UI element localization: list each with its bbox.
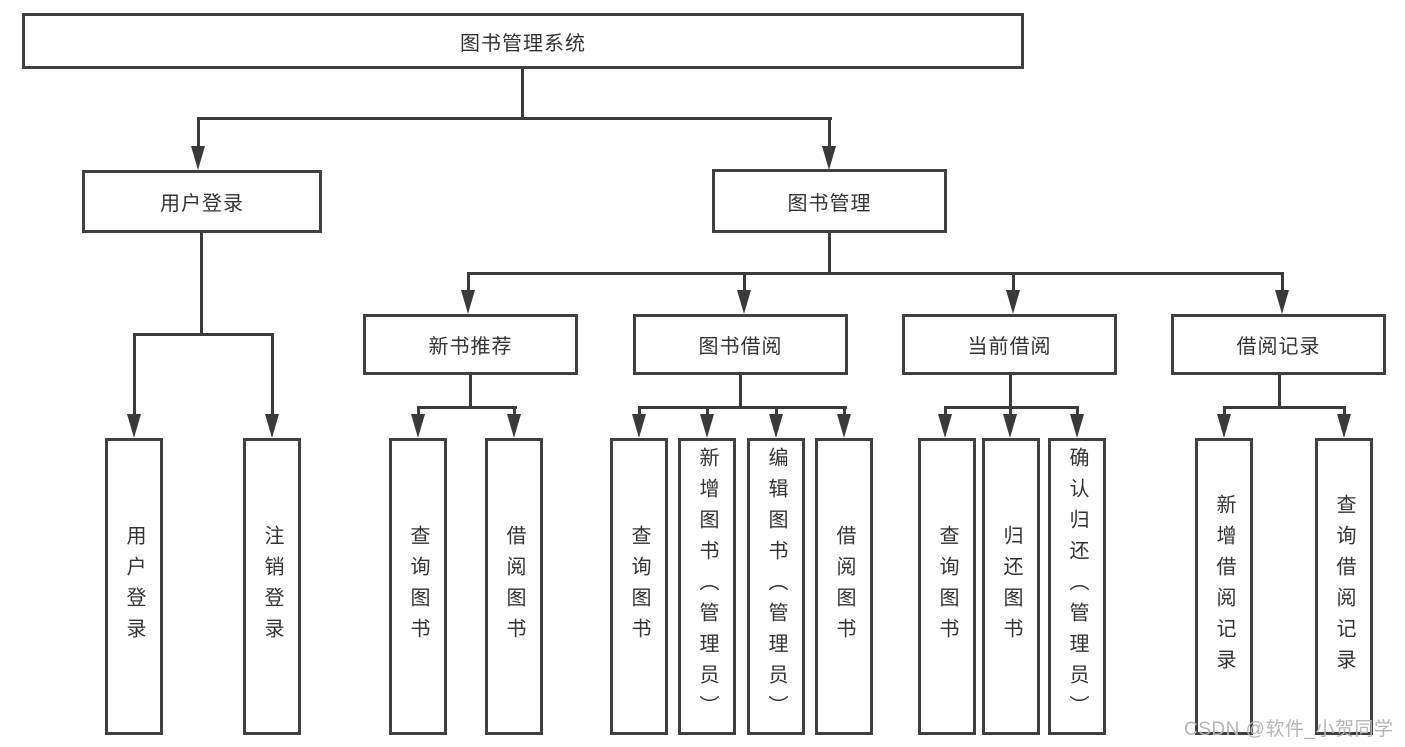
arrow-down-icon [837,414,851,438]
leaf-confirm-return-admin: 确认归还（管理员） [1048,438,1106,735]
leaf-label: 查询借阅记录 [1333,493,1355,680]
node-label: 新书推荐 [428,336,513,358]
connector-line [739,373,742,408]
node-borrowing-records: 借阅记录 [1171,314,1386,375]
connector-line [944,406,947,418]
connector-line [775,406,778,418]
arrow-down-icon [632,414,646,438]
node-user-login: 用户登录 [82,170,322,233]
arrow-down-icon [1217,414,1231,438]
arrow-down-icon [1275,290,1289,314]
leaf-label: 归还图书 [1000,524,1022,649]
leaf-label: 确认归还（管理员） [1066,447,1088,726]
leaf-edit-books-admin: 编辑图书（管理员） [747,438,805,735]
leaf-search-books-current: 查询图书 [918,438,976,735]
connector-line [417,406,517,409]
connector-line [467,272,1284,275]
connector-line [828,117,831,149]
leaf-label: 新增借阅记录 [1213,493,1235,680]
leaf-label: 新增图书（管理员） [696,447,718,726]
leaf-search-books-recommend: 查询图书 [389,438,447,735]
node-label: 图书管理系统 [460,32,586,55]
leaf-label: 借阅图书 [833,524,855,649]
leaf-borrow-books-recommend: 借阅图书 [485,438,543,735]
connector-line [467,272,470,294]
leaf-label: 编辑图书（管理员） [765,447,787,726]
arrow-down-icon [1070,414,1084,438]
arrow-down-icon [191,146,205,170]
connector-line [1278,373,1281,408]
leaf-logout: 注销登录 [243,438,301,735]
leaf-label: 查询图书 [407,524,429,649]
node-label: 借阅记录 [1236,336,1321,358]
leaf-label: 查询图书 [628,524,650,649]
connector-line [1343,406,1346,418]
node-library-system-root: 图书管理系统 [22,13,1024,69]
arrow-down-icon [1003,414,1017,438]
csdn-watermark: CSDN @软件_小贺同学 [1184,719,1394,740]
leaf-borrow-books-borrowing: 借阅图书 [815,438,873,735]
arrow-down-icon [507,414,521,438]
connector-line [1281,272,1284,294]
leaf-label: 借阅图书 [503,524,525,649]
leaf-search-books-borrowing: 查询图书 [610,438,668,735]
leaf-label: 用户登录 [123,524,145,649]
arrow-down-icon [265,414,279,438]
node-label: 图书管理 [787,192,872,215]
node-label: 当前借阅 [967,336,1052,358]
arrow-down-icon [461,290,475,314]
connector-line [271,333,274,417]
arrow-down-icon [737,290,751,314]
connector-line [133,333,136,417]
node-book-borrowing: 图书借阅 [633,314,848,375]
leaf-label: 查询图书 [936,524,958,649]
leaf-search-borrow-record: 查询借阅记录 [1315,438,1373,735]
connector-line [200,231,203,336]
connector-line [1076,406,1079,418]
connector-line [417,406,420,418]
node-new-book-recommend: 新书推荐 [363,314,578,375]
leaf-add-books-admin: 新增图书（管理员） [678,438,736,735]
connector-line [521,66,524,119]
connector-line [1009,406,1012,418]
arrow-down-icon [127,414,141,438]
connector-line [743,272,746,294]
connector-line [1012,272,1015,294]
arrow-down-icon [1006,290,1020,314]
arrow-down-icon [822,146,836,170]
connector-line [133,333,274,336]
connector-line [1009,373,1012,408]
connector-line [638,406,847,409]
node-current-borrowing: 当前借阅 [902,314,1117,375]
connector-line [513,406,516,418]
connector-line [828,231,831,275]
arrow-down-icon [938,414,952,438]
connector-line [1223,406,1226,418]
connector-line [469,373,472,408]
connector-line [1223,406,1346,409]
leaf-label: 注销登录 [261,524,283,649]
arrow-down-icon [700,414,714,438]
connector-line [706,406,709,418]
leaf-user-login: 用户登录 [105,438,163,735]
node-label: 用户登录 [160,193,244,215]
node-book-management: 图书管理 [712,169,947,233]
leaf-add-borrow-record: 新增借阅记录 [1195,438,1253,735]
leaf-return-books: 归还图书 [982,438,1040,735]
connector-line [197,117,832,120]
arrow-down-icon [769,414,783,438]
connector-line [638,406,641,418]
connector-line [843,406,846,418]
node-label: 图书借阅 [698,336,783,358]
arrow-down-icon [1337,414,1351,438]
connector-line [197,117,200,149]
arrow-down-icon [411,414,425,438]
